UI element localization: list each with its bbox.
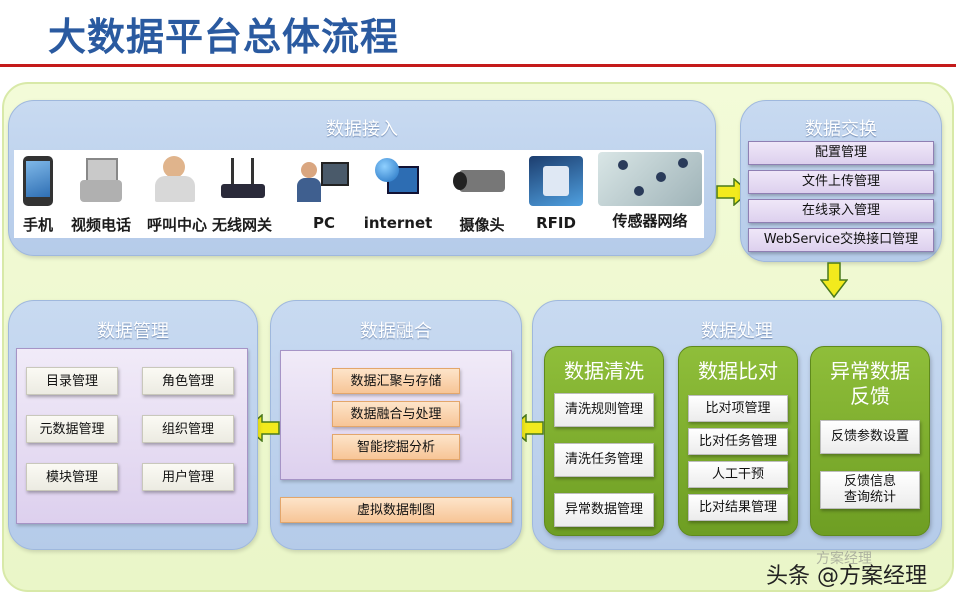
device-wireless-gateway: 无线网关 — [210, 156, 274, 235]
manual-intervention-button[interactable]: 人工干预 — [688, 461, 788, 488]
data-exchange-title: 数据交换 — [805, 119, 877, 140]
data-management-title: 数据管理 — [97, 321, 169, 342]
pc-user-icon — [295, 156, 353, 206]
fusion-mining-button[interactable]: 智能挖掘分析 — [332, 434, 460, 460]
organization-management-button[interactable]: 组织管理 — [142, 415, 234, 443]
cleaning-task-button[interactable]: 清洗任务管理 — [554, 443, 654, 477]
video-phone-icon — [76, 156, 126, 206]
device-sensor-network: 传感器网络 — [598, 152, 702, 231]
comparison-task-button[interactable]: 比对任务管理 — [688, 428, 788, 455]
cleaning-rule-button[interactable]: 清洗规则管理 — [554, 393, 654, 427]
device-strip: 手机 视频电话 呼叫中心 无线网关 PC — [14, 150, 704, 238]
internet-globe-icon — [373, 156, 423, 206]
comparison-result-button[interactable]: 比对结果管理 — [688, 494, 788, 521]
device-rfid: RFID — [526, 156, 586, 232]
virtual-data-mapping-button[interactable]: 虚拟数据制图 — [280, 497, 512, 523]
wireless-router-icon — [217, 156, 267, 206]
data-access-title: 数据接入 — [326, 119, 398, 140]
catalog-management-button[interactable]: 目录管理 — [26, 367, 118, 395]
device-internet: internet — [360, 156, 436, 232]
sensor-network-icon — [598, 152, 702, 206]
rfid-card-icon — [529, 156, 583, 206]
watermark-ghost: 方案经理 — [816, 551, 872, 567]
data-fusion-title: 数据融合 — [360, 321, 432, 342]
role-management-button[interactable]: 角色管理 — [142, 367, 234, 395]
abnormal-data-button[interactable]: 异常数据管理 — [554, 493, 654, 527]
user-management-button[interactable]: 用户管理 — [142, 463, 234, 491]
mobile-phone-icon — [23, 156, 53, 206]
device-video-phone: 视频电话 — [66, 156, 136, 235]
device-call-center: 呼叫中心 — [142, 154, 212, 235]
title-divider — [0, 64, 956, 67]
fusion-processing-button[interactable]: 数据融合与处理 — [332, 401, 460, 427]
arrow-down-icon — [820, 262, 848, 298]
feedback-query-button[interactable]: 反馈信息 查询统计 — [820, 471, 920, 509]
device-mobile-phone: 手机 — [18, 156, 58, 235]
watermark: 头条 @方案经理 — [766, 564, 927, 589]
cleaning-title: 数据清洗 — [564, 359, 644, 383]
call-center-icon — [149, 154, 205, 206]
module-management-button[interactable]: 模块管理 — [26, 463, 118, 491]
feedback-param-button[interactable]: 反馈参数设置 — [820, 420, 920, 454]
exchange-item-online-entry[interactable]: 在线录入管理 — [748, 199, 934, 223]
exchange-item-webservice[interactable]: WebService交换接口管理 — [748, 228, 934, 252]
page-title: 大数据平台总体流程 — [48, 15, 400, 59]
device-pc: PC — [294, 156, 354, 232]
exchange-item-config[interactable]: 配置管理 — [748, 141, 934, 165]
fusion-aggregate-storage-button[interactable]: 数据汇聚与存储 — [332, 368, 460, 394]
exchange-item-file-upload[interactable]: 文件上传管理 — [748, 170, 934, 194]
feedback-title: 异常数据 反馈 — [830, 359, 910, 408]
camera-icon — [451, 156, 513, 206]
comparison-title: 数据比对 — [698, 359, 778, 383]
comparison-item-button[interactable]: 比对项管理 — [688, 395, 788, 422]
data-processing-title: 数据处理 — [701, 321, 773, 342]
metadata-management-button[interactable]: 元数据管理 — [26, 415, 118, 443]
device-camera: 摄像头 — [450, 156, 514, 235]
